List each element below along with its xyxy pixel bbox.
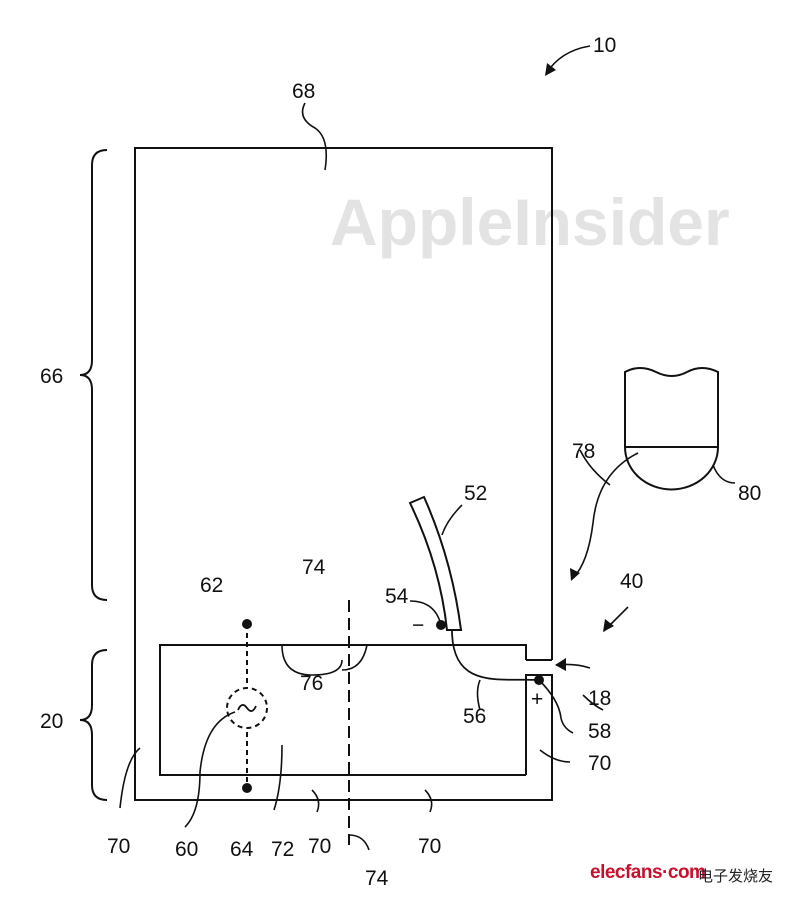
label-70-mid: 70 — [308, 835, 331, 858]
elecfans-logo: elecfans·com — [590, 862, 706, 883]
label-40: 40 — [620, 570, 643, 593]
label-62: 62 — [200, 574, 223, 597]
label-60: 60 — [175, 838, 198, 861]
contact-54-dot — [436, 620, 446, 630]
plus-sign: + — [531, 688, 543, 711]
label-74-top: 74 — [302, 556, 326, 579]
terminal-64-dot — [242, 783, 252, 793]
label-70-right: 70 — [588, 752, 611, 775]
label-76: 76 — [300, 672, 323, 695]
brace-20 — [79, 649, 108, 801]
label-78: 78 — [572, 440, 595, 463]
label-18: 18 — [588, 687, 611, 710]
label-72: 72 — [271, 838, 294, 861]
object-80 — [624, 367, 719, 491]
label-20: 20 — [40, 710, 63, 733]
watermark: AppleInsider — [330, 185, 730, 259]
wire-56 — [451, 629, 540, 681]
arrowheads — [545, 63, 614, 671]
housing-outline — [134, 147, 553, 801]
label-80: 80 — [738, 482, 761, 505]
label-68: 68 — [292, 80, 315, 103]
label-56: 56 — [463, 705, 486, 728]
label-64: 64 — [230, 838, 254, 861]
battery-outline — [159, 644, 552, 776]
contact-58-dot — [534, 675, 544, 685]
label-10: 10 — [593, 34, 616, 57]
terminal-62-dot — [242, 619, 252, 629]
label-58: 58 — [588, 720, 611, 743]
brace-66 — [79, 149, 108, 601]
ac-wave — [237, 704, 257, 712]
flexible-member-52 — [408, 495, 463, 631]
label-74-bottom: 74 — [365, 867, 389, 890]
minus-sign: − — [412, 614, 424, 637]
label-70-bottom: 70 — [418, 835, 441, 858]
elecfans-logo-cn: 电子发烧友 — [698, 867, 774, 885]
label-66: 66 — [40, 365, 63, 388]
label-52: 52 — [464, 482, 487, 505]
label-70-left: 70 — [107, 835, 130, 858]
label-54: 54 — [385, 585, 409, 608]
